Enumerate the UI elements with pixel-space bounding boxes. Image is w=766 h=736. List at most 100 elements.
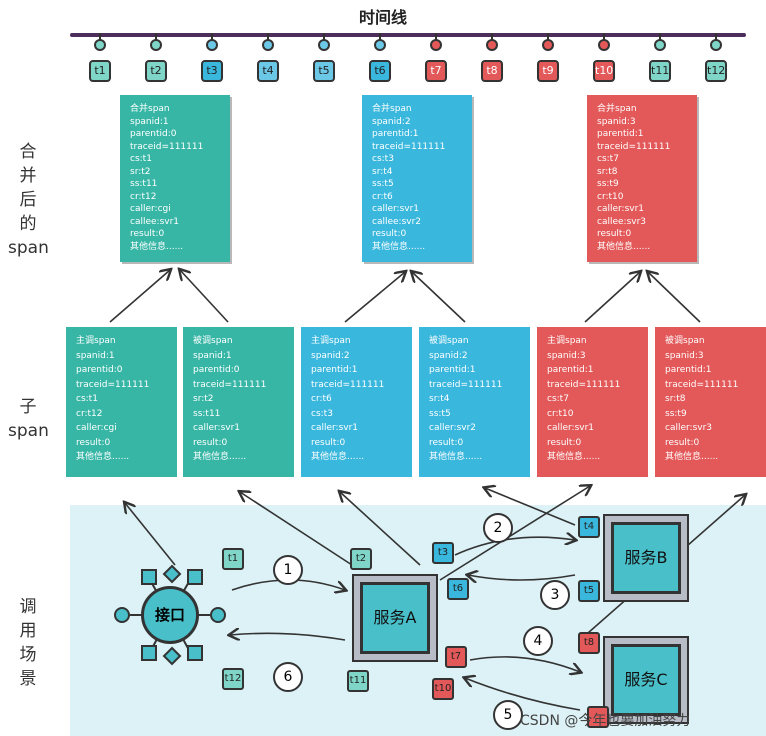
merge-arrow bbox=[648, 272, 701, 323]
tag-t7: t7 bbox=[445, 646, 467, 668]
span-field: cr:t6 bbox=[311, 394, 332, 404]
span-field: caller:svr1 bbox=[193, 423, 241, 433]
span-field: callee:svr3 bbox=[597, 216, 647, 227]
span-field: cr:t10 bbox=[547, 408, 574, 419]
span-field: caller:svr1 bbox=[311, 423, 359, 433]
span-field: cs:t7 bbox=[547, 394, 569, 404]
span-field: spanid:3 bbox=[665, 350, 704, 361]
span-field: 其他信息...... bbox=[193, 452, 247, 462]
span-field: result:0 bbox=[547, 437, 582, 448]
span-field: caller:svr1 bbox=[547, 423, 595, 433]
span-field: 其他信息...... bbox=[311, 452, 365, 462]
timeline-tick-stem bbox=[323, 33, 325, 41]
span-field: 其他信息...... bbox=[665, 452, 719, 462]
tag-t1: t1 bbox=[222, 548, 244, 570]
tag-t12: t12 bbox=[222, 668, 244, 690]
report-arrow bbox=[240, 492, 353, 566]
span-field: traceid=111111 bbox=[372, 141, 446, 152]
step-3: 3 bbox=[540, 580, 570, 610]
span-field: parentid:0 bbox=[76, 365, 123, 375]
timeline-label-t11: t11 bbox=[649, 60, 671, 82]
call-arrow-3 bbox=[468, 575, 576, 580]
merge-arrow bbox=[180, 270, 229, 323]
call-arrow-6 bbox=[230, 633, 346, 640]
report-arrow bbox=[439, 486, 590, 581]
span-field: result:0 bbox=[76, 437, 111, 448]
span-field: traceid=111111 bbox=[597, 141, 671, 152]
span-field: traceid=111111 bbox=[130, 141, 204, 152]
span-field: caller:cgi bbox=[76, 423, 117, 433]
timeline-tick-stem bbox=[435, 33, 437, 41]
timeline-label-t4: t4 bbox=[257, 60, 279, 82]
span-field: traceid=111111 bbox=[76, 379, 150, 390]
span-field: 主调span bbox=[76, 336, 116, 346]
timeline-label-t9: t9 bbox=[537, 60, 559, 82]
timeline-tick bbox=[150, 39, 162, 51]
timeline-tick bbox=[374, 39, 386, 51]
label-char: 用 bbox=[19, 621, 37, 641]
span-field: parentid:0 bbox=[193, 365, 240, 375]
merge-arrow bbox=[344, 272, 405, 323]
child-span-label: 子 span bbox=[8, 395, 49, 443]
timeline-tick bbox=[654, 39, 666, 51]
span-field: cr:t12 bbox=[76, 408, 103, 419]
span-field: cs:t1 bbox=[76, 394, 98, 404]
span-field: spanid:2 bbox=[311, 350, 350, 361]
label-char: span bbox=[8, 238, 49, 258]
span-field: callee:svr2 bbox=[372, 216, 422, 227]
span-field: parentid:1 bbox=[311, 365, 358, 375]
tag-t2: t2 bbox=[350, 548, 372, 570]
timeline-tick-stem bbox=[267, 33, 269, 41]
timeline-tick-stem bbox=[603, 33, 605, 41]
span-field: result:0 bbox=[130, 229, 165, 239]
span-field: ss:t5 bbox=[429, 408, 451, 419]
span-field: cs:t7 bbox=[597, 154, 619, 164]
timeline-tick bbox=[318, 39, 330, 51]
span-field: spanid:2 bbox=[429, 350, 468, 361]
span-field: spanid:1 bbox=[76, 350, 115, 361]
span-field: result:0 bbox=[372, 229, 407, 239]
timeline-tick-stem bbox=[155, 33, 157, 41]
call-arrow-5 bbox=[465, 678, 581, 711]
span-field: result:0 bbox=[665, 437, 700, 448]
timeline-label-t10: t10 bbox=[593, 60, 615, 82]
timeline-label-t1: t1 bbox=[89, 60, 111, 82]
span-field: cr:t12 bbox=[130, 191, 157, 202]
span-field: parentid:1 bbox=[429, 365, 476, 375]
span-field: 其他信息...... bbox=[372, 241, 426, 252]
timeline-label-t12: t12 bbox=[705, 60, 727, 82]
span-field: 其他信息...... bbox=[547, 452, 601, 462]
span-field: spanid:1 bbox=[193, 350, 232, 361]
span-field: result:0 bbox=[597, 229, 632, 239]
step-4: 4 bbox=[523, 626, 553, 656]
span-field: result:0 bbox=[429, 437, 464, 448]
span-field: spanid:3 bbox=[597, 116, 636, 127]
span-field: 合并span bbox=[372, 104, 412, 114]
label-char: 并 bbox=[19, 166, 37, 186]
span-field: caller:svr2 bbox=[429, 423, 477, 433]
call-arrow-4 bbox=[469, 656, 580, 672]
label-char: 的 bbox=[19, 214, 37, 234]
label-char: 合 bbox=[19, 142, 37, 162]
span-field: cs:t3 bbox=[372, 154, 394, 164]
timeline-tick bbox=[206, 39, 218, 51]
span-field: ss:t9 bbox=[665, 408, 687, 419]
merged-span-label: 合 并 后 的 span bbox=[8, 140, 49, 260]
report-arrow bbox=[485, 488, 576, 526]
span-field: caller:svr3 bbox=[665, 423, 713, 433]
span-field: ss:t11 bbox=[193, 408, 221, 419]
span-field: sr:t8 bbox=[665, 394, 686, 404]
span-field: ss:t9 bbox=[597, 179, 619, 189]
span-field: traceid=111111 bbox=[665, 379, 739, 390]
timeline-tick bbox=[710, 39, 722, 51]
label-char: 景 bbox=[19, 669, 37, 689]
timeline-tick-stem bbox=[211, 33, 213, 41]
tag-t10: t10 bbox=[432, 678, 454, 700]
span-field: parentid:0 bbox=[130, 129, 177, 139]
span-field: 合并span bbox=[130, 104, 170, 114]
